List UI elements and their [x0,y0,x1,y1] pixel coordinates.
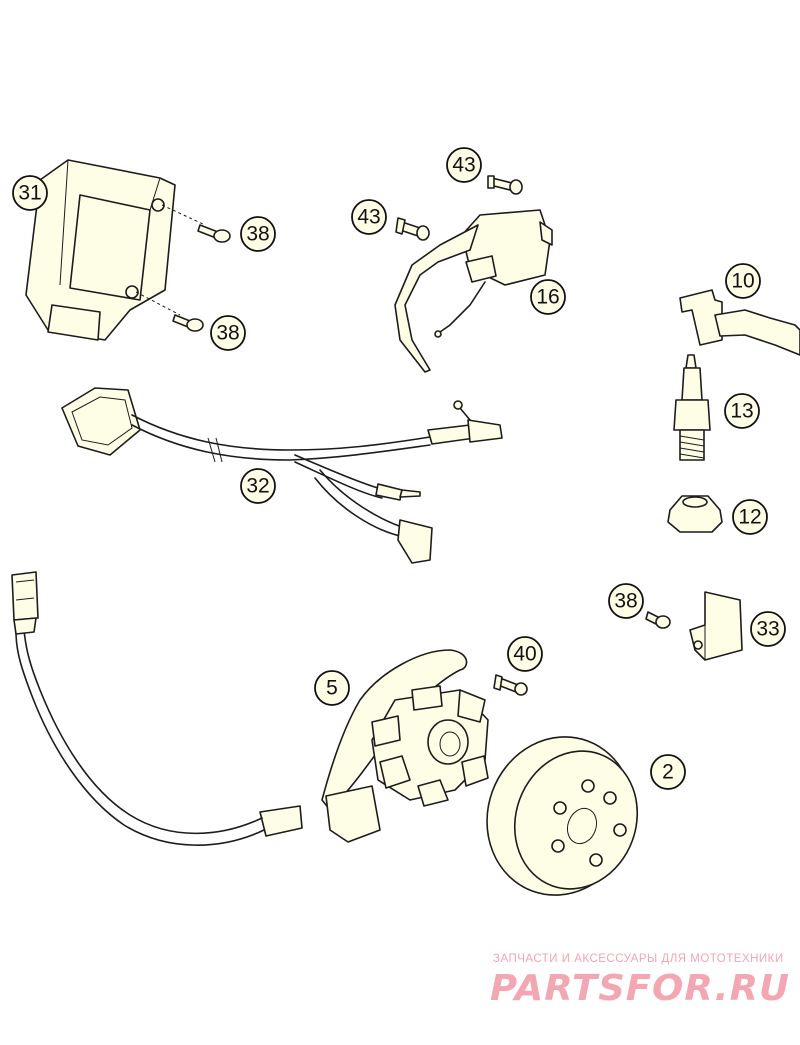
callout-38-lower: 38 [210,315,246,351]
screw-43-lower [395,217,430,241]
callout-5: 5 [314,670,350,706]
stator [259,649,489,843]
svg-text:5: 5 [326,677,338,700]
svg-text:2: 2 [662,761,674,784]
callout-12: 12 [732,499,768,535]
svg-text:38: 38 [614,590,637,613]
ignition-coil [394,209,553,373]
svg-text:38: 38 [246,223,269,246]
svg-text:31: 31 [18,182,41,205]
callout-32: 32 [240,468,276,504]
callout-43-upper: 43 [446,147,482,183]
screw-38-lower [172,314,204,332]
spark-plug [673,354,711,461]
stator-cable [11,571,265,846]
callout-33: 33 [750,611,786,647]
flywheel [486,736,639,896]
callout-13: 13 [724,393,760,429]
callout-43-lower: 43 [351,199,387,235]
screw-38-bracket [645,611,671,629]
callout-40: 40 [507,636,543,672]
screw-43-upper [487,175,523,195]
svg-text:13: 13 [730,400,753,423]
bracket [689,591,743,661]
callout-38-bracket: 38 [608,583,644,619]
svg-text:16: 16 [536,286,559,309]
callout-2: 2 [650,754,686,790]
svg-text:38: 38 [216,322,239,345]
watermark: ЗАПЧАСТИ И АКСЕССУАРЫ ДЛЯ МОТОТЕХНИКИ PA… [490,953,790,1009]
spark-plug-cap [679,289,800,356]
svg-text:12: 12 [738,506,761,529]
screw-38-upper [197,224,231,243]
watermark-logo: PARTSFOR.RU [490,968,790,1009]
svg-text:32: 32 [246,475,269,498]
svg-text:43: 43 [357,206,380,229]
svg-text:33: 33 [756,618,779,641]
cdi-unit [25,159,206,341]
svg-text:10: 10 [731,270,754,293]
screw-40 [493,674,528,696]
svg-text:40: 40 [513,643,536,666]
wiring-harness [61,387,503,564]
rubber-grommet [667,495,723,533]
callout-38-upper: 38 [240,216,276,252]
callout-10: 10 [725,263,761,299]
callout-16: 16 [530,279,566,315]
svg-text:43: 43 [452,154,475,177]
watermark-tagline: ЗАПЧАСТИ И АКСЕССУАРЫ ДЛЯ МОТОТЕХНИКИ [493,953,784,965]
callout-31: 31 [12,175,48,211]
